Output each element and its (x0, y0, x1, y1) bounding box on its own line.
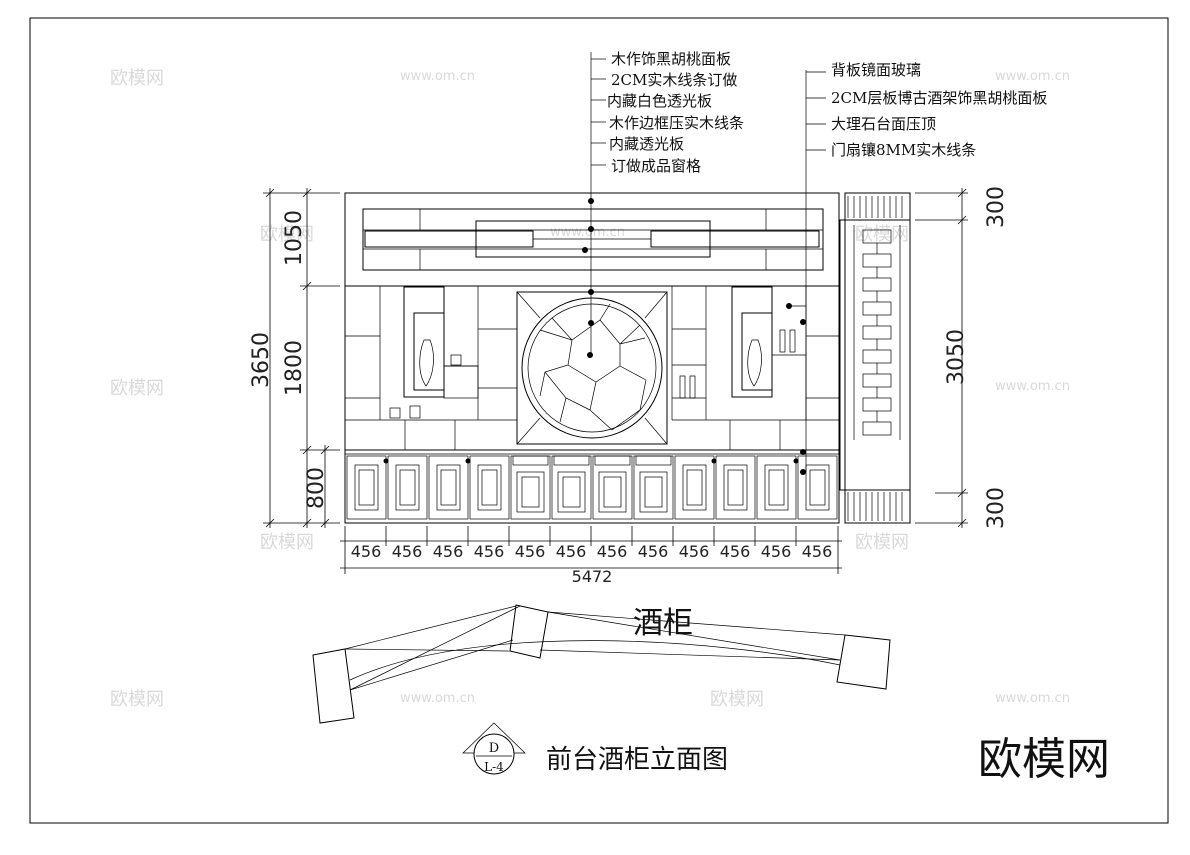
callouts-left: 木作饰黑胡桃面板 2CM实木线条订做 内藏白色透光板 木作边框压实木线条 内藏透… (607, 50, 744, 175)
watermark-url: www.om.cn (995, 379, 1070, 394)
watermark-brand: 欧模网 (110, 68, 164, 89)
dimension-label: 456 (761, 542, 792, 561)
elevation-symbol: D L-4 (462, 722, 526, 775)
cabinet-door (469, 455, 510, 520)
cabinet-door (346, 455, 387, 520)
callout-label: 内藏白色透光板 (607, 92, 712, 110)
dimension-label: 456 (515, 542, 546, 561)
callout-leaders (582, 52, 826, 475)
callout-label: 内藏透光板 (609, 135, 684, 153)
dimension-label: 456 (720, 542, 751, 561)
left-shelf-grid (345, 286, 517, 450)
dimension-label: 300 (984, 186, 1009, 228)
lower-cabinet-doors (346, 455, 838, 520)
callout-label: 背板镜面玻璃 (831, 61, 921, 79)
dimensions-left: 3650 1050 1800 800 (249, 188, 340, 528)
watermark-brand: 欧模网 (110, 378, 164, 399)
dimension-label: 800 (304, 467, 329, 509)
dimension-label: 456 (392, 542, 423, 561)
cabinet-elevation (344, 192, 840, 524)
callouts-right: 背板镜面玻璃 2CM层板博古酒架饰黑胡桃面板 大理石台面压顶 门扇镶8MM实木线… (831, 61, 1047, 159)
dimension-label: 1050 (282, 210, 307, 266)
drawing-frame (29, 17, 1169, 824)
cabinet-door (756, 455, 797, 520)
dimension-label: 456 (597, 542, 628, 561)
dimension-label: 3650 (249, 332, 274, 388)
dimension-label: 5472 (572, 567, 613, 586)
watermark-brand: 欧模网 (855, 532, 909, 553)
watermark-brand: 欧模网 (710, 689, 764, 710)
cabinet-door (715, 455, 756, 520)
cabinet-door (387, 455, 428, 520)
dimensions-bottom: 456 456 456 456 456 456 456 456 456 456 … (340, 526, 842, 586)
watermarks: 欧模网 www.om.cn www.om.cn 欧模网 www.om.cn 欧模… (110, 68, 1070, 710)
symbol-top-text: D (489, 741, 499, 756)
callout-label: 门扇镶8MM实木线条 (831, 141, 976, 159)
callout-label: 2CM实木线条订做 (611, 71, 737, 89)
dimension-label: 456 (474, 542, 505, 561)
watermark-url: www.om.cn (550, 225, 625, 240)
dimension-label: 456 (638, 542, 669, 561)
watermark-brand: 欧模网 (855, 224, 909, 245)
symbol-bottom-text: L-4 (484, 760, 504, 774)
dimension-label: 456 (433, 542, 464, 561)
side-section (839, 192, 911, 524)
dimension-label: 300 (984, 487, 1009, 529)
right-shelf-grid (671, 286, 839, 450)
dimension-label: 456 (556, 542, 587, 561)
top-grille-panel (362, 208, 824, 271)
cabinet-door (674, 455, 715, 520)
watermark-brand: 欧模网 (260, 532, 314, 553)
callout-label: 2CM层板博古酒架饰黑胡桃面板 (831, 89, 1047, 107)
dimensions-right: 300 3050 300 (915, 186, 1009, 529)
watermark-url: www.om.cn (995, 691, 1070, 706)
callout-label: 订做成品窗格 (611, 157, 701, 175)
plan-label: 酒柜 (633, 606, 693, 641)
brand-logo: 欧模网 (978, 735, 1110, 784)
callout-label: 木作饰黑胡桃面板 (611, 50, 731, 68)
dimension-label: 456 (679, 542, 710, 561)
callout-label: 大理石台面压顶 (831, 115, 936, 133)
dimension-label: 456 (802, 542, 833, 561)
dimension-label: 1800 (282, 340, 307, 396)
drawing-title: 前台酒柜立面图 (546, 745, 728, 775)
cabinet-door (797, 455, 838, 520)
watermark-brand: 欧模网 (110, 689, 164, 710)
watermark-url: www.om.cn (400, 691, 475, 706)
callout-label: 木作边框压实木线条 (609, 114, 744, 132)
cabinet-outline (344, 192, 840, 524)
central-lattice-window (516, 291, 668, 445)
cabinet-door (428, 455, 469, 520)
watermark-brand: 欧模网 (260, 224, 314, 245)
dimension-label: 3050 (944, 329, 969, 385)
counter-plan: 酒柜 (312, 604, 891, 724)
dimension-label: 456 (351, 542, 382, 561)
watermark-url: www.om.cn (995, 69, 1070, 84)
watermark-url: www.om.cn (400, 69, 475, 84)
